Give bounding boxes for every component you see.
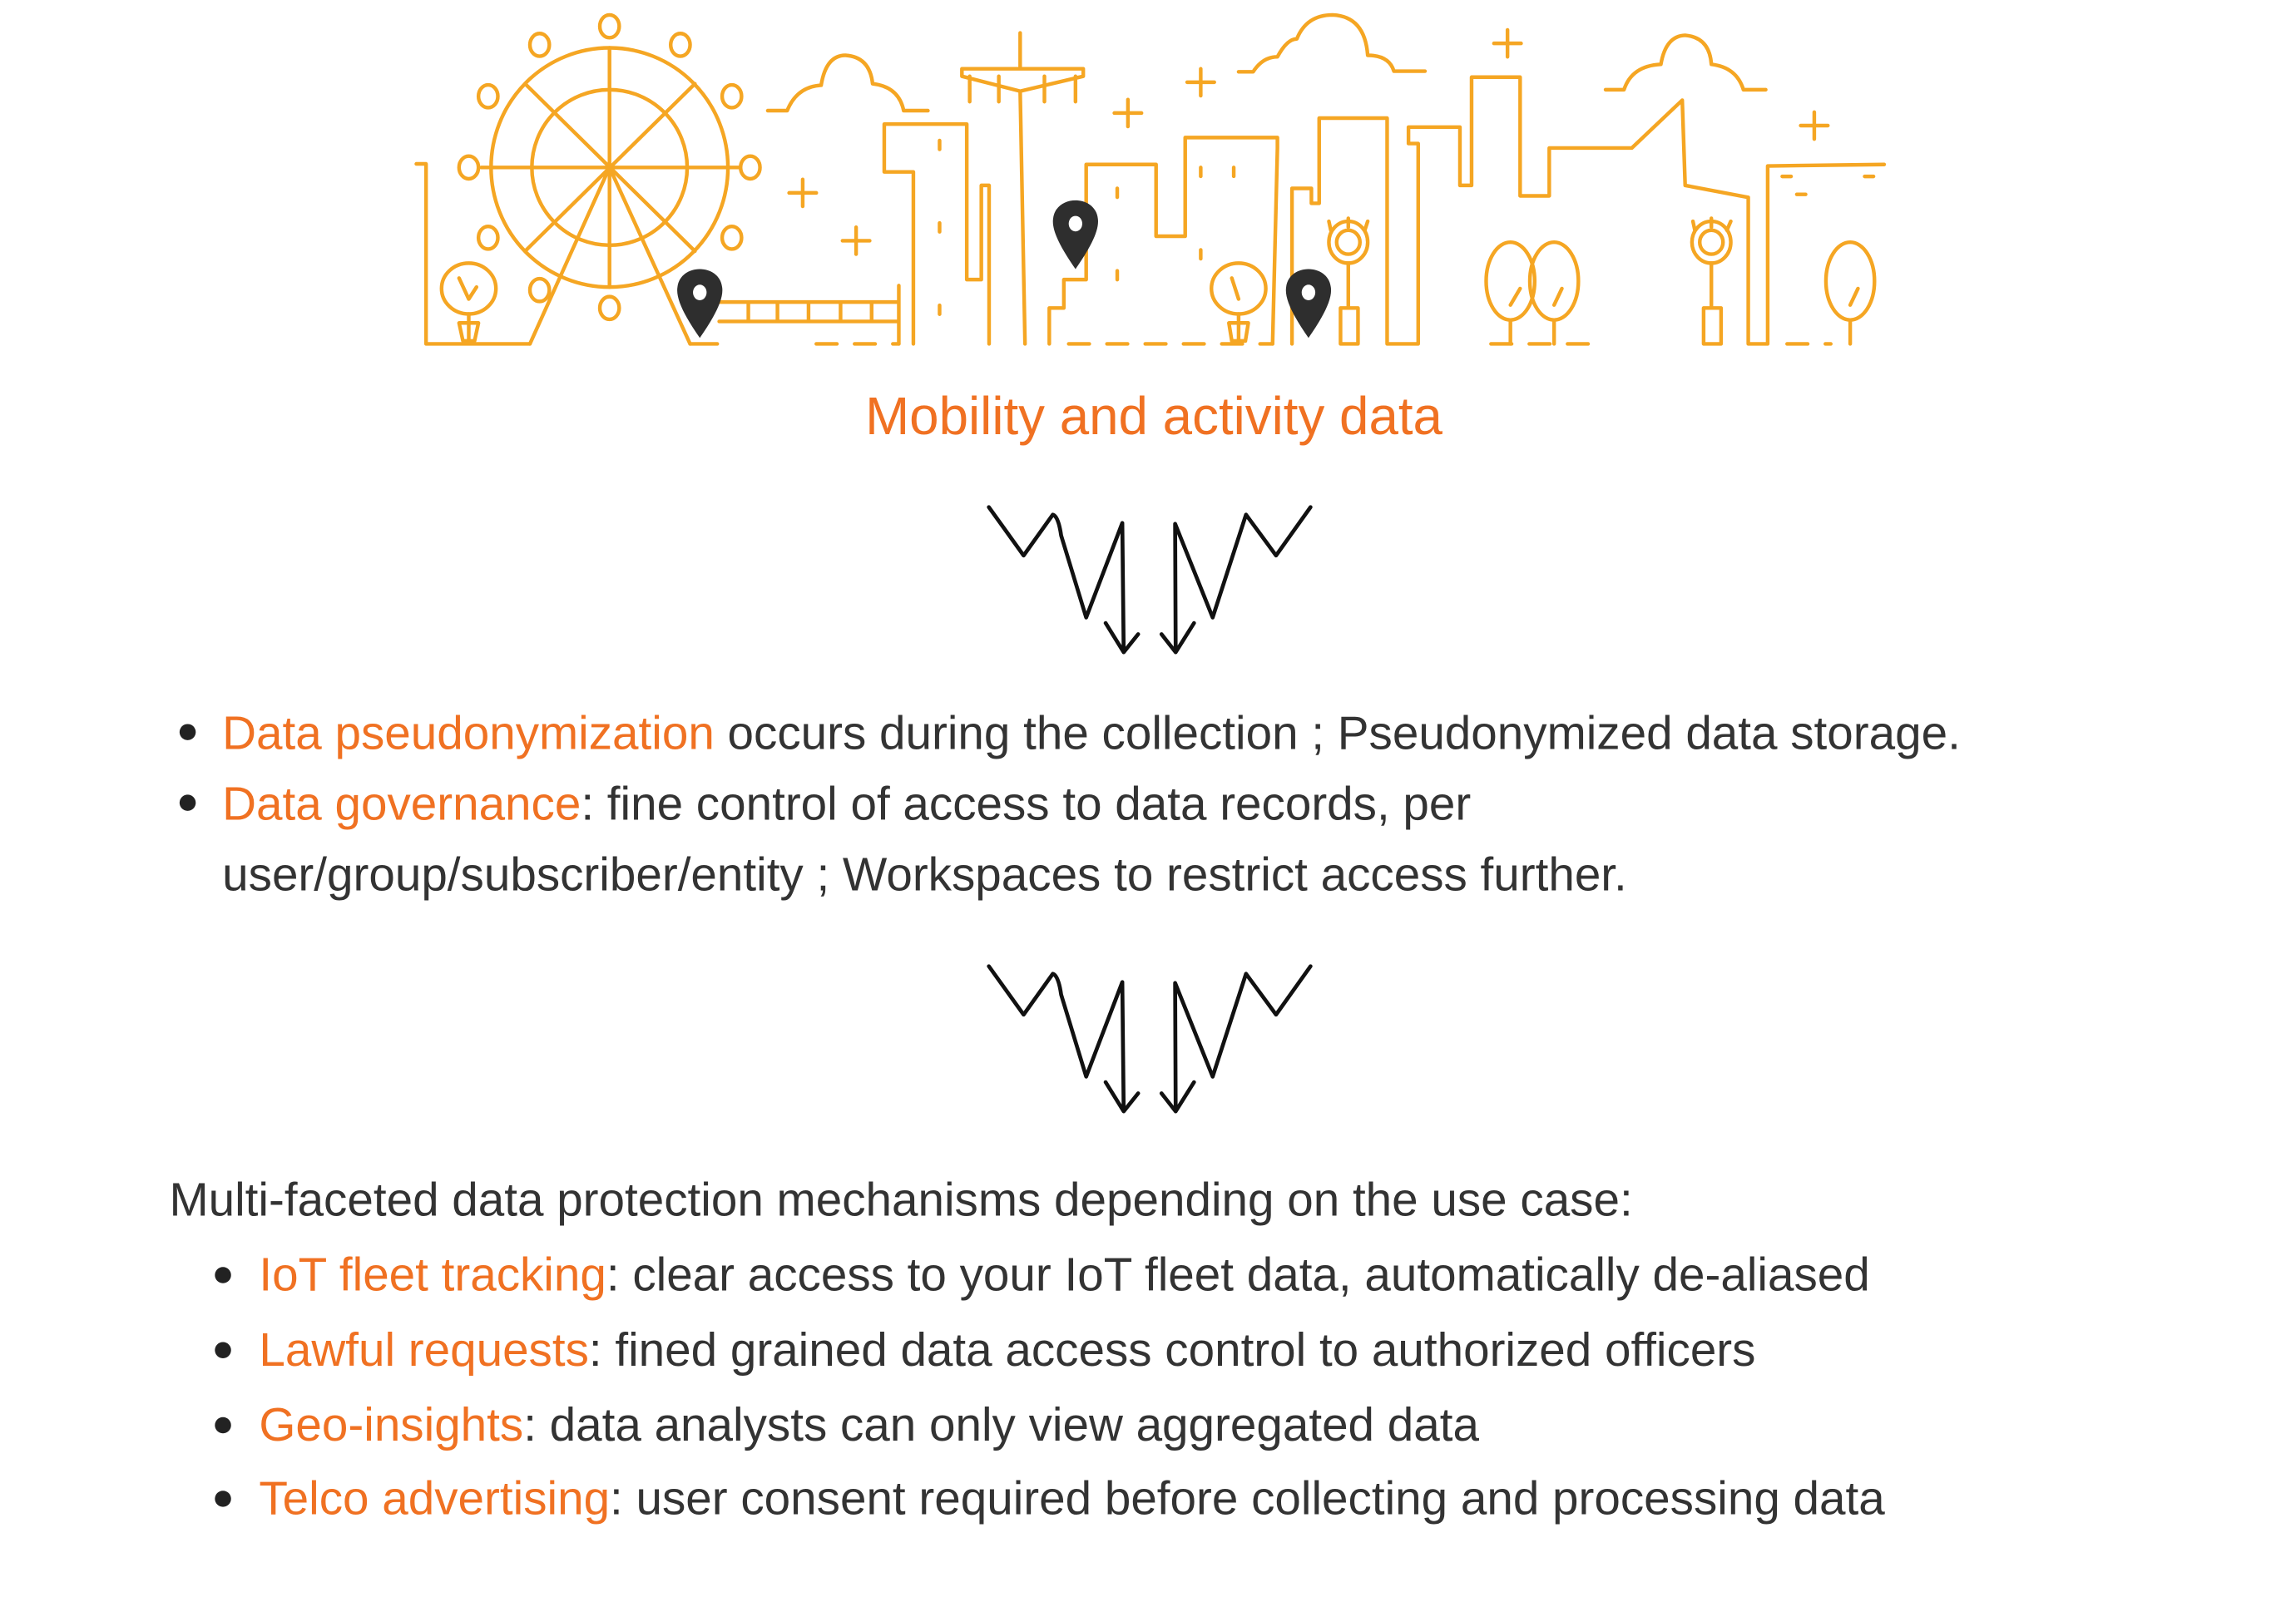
highlight: IoT fleet tracking <box>259 1248 606 1301</box>
location-pin-icon <box>677 200 1332 339</box>
use-case-intro: Multi-faceted data protection mechanisms… <box>169 1173 1633 1226</box>
squiggle-arrows-icon <box>987 505 1313 655</box>
highlight: Lawful requests <box>259 1323 589 1377</box>
bullet <box>215 1267 231 1283</box>
clouds <box>768 15 1766 111</box>
list-item: Data pseudonymization occurs during the … <box>222 706 1961 760</box>
list-item: Lawful requests: fined grained data acce… <box>259 1323 1755 1377</box>
highlight: Geo-insights <box>259 1397 524 1451</box>
item-text: : fine control of access to data records… <box>581 777 1472 830</box>
item-text: : fined grained data access control to a… <box>588 1323 1756 1377</box>
list-item: Telco advertising: user consent required… <box>259 1471 1884 1525</box>
sparkles <box>789 30 1828 255</box>
list-item-continuation: user/group/subscriber/entity ; Workspace… <box>222 848 1627 901</box>
highlight: Data pseudonymization <box>222 706 715 759</box>
bullet <box>179 724 196 740</box>
bullet <box>179 794 196 811</box>
list-item: IoT fleet tracking: clear access to your… <box>259 1248 1869 1302</box>
highlight: Telco advertising <box>259 1471 611 1525</box>
item-text: : data analysts can only view aggregated… <box>523 1397 1479 1451</box>
city-skyline-illustration <box>398 0 1913 467</box>
item-text: : user consent required before collectin… <box>610 1471 1885 1525</box>
item-text: : clear access to your IoT fleet data, a… <box>606 1248 1870 1301</box>
list-item: Geo-insights: data analysts can only vie… <box>259 1398 1479 1452</box>
street-lamps <box>1329 218 1730 344</box>
squiggle-arrows-icon <box>987 964 1313 1114</box>
bullet <box>215 1342 231 1358</box>
bullet <box>215 1491 231 1507</box>
page-title: Mobility and activity data <box>865 385 1442 447</box>
item-text: occurs during the collection ; Pseudonym… <box>714 706 1961 759</box>
trees <box>442 242 1874 344</box>
highlight: Data governance <box>222 777 581 830</box>
ferris-wheel <box>459 15 760 344</box>
list-item: Data governance: fine control of access … <box>222 777 1471 831</box>
bullet <box>215 1417 231 1434</box>
